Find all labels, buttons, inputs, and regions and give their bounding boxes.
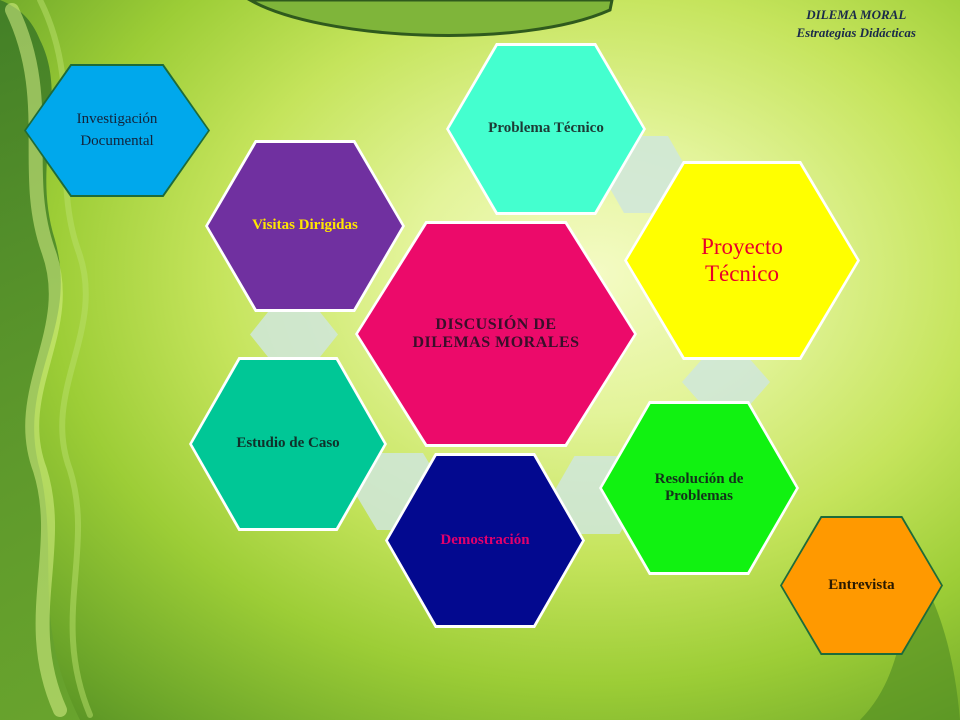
hex-proyecto-tecnico-label: Proyecto Técnico <box>701 234 783 286</box>
header-title: DILEMA MORAL <box>806 7 907 22</box>
header-subtitle: Estrategias Didácticas <box>796 24 916 40</box>
hex-demostracion-label: Demostración <box>440 531 530 548</box>
hex-entrevista-label: Entrevista <box>828 577 895 593</box>
hex-resolucion-problemas-label: Resolución de Problemas <box>654 470 744 504</box>
hex-entrevista[interactable]: Entrevista <box>780 516 943 655</box>
presentation-header: DILEMA MORAL Estrategias Didácticas <box>796 6 916 41</box>
hex-problema-tecnico-label: Problema Técnico <box>488 120 604 137</box>
hex-visitas-dirigidas[interactable]: Visitas Dirigidas <box>205 140 405 312</box>
hex-center-label: DISCUSIÓN DE DILEMAS MORALES <box>412 315 580 351</box>
connector-proyecto-resolucion <box>682 357 770 407</box>
hex-investigacion-documental-label: Investigación Documental <box>76 110 158 149</box>
hex-estudio-caso[interactable]: Estudio de Caso <box>189 357 387 531</box>
hex-estudio-caso-label: Estudio de Caso <box>236 435 340 452</box>
hex-visitas-dirigidas-label: Visitas Dirigidas <box>252 217 358 234</box>
